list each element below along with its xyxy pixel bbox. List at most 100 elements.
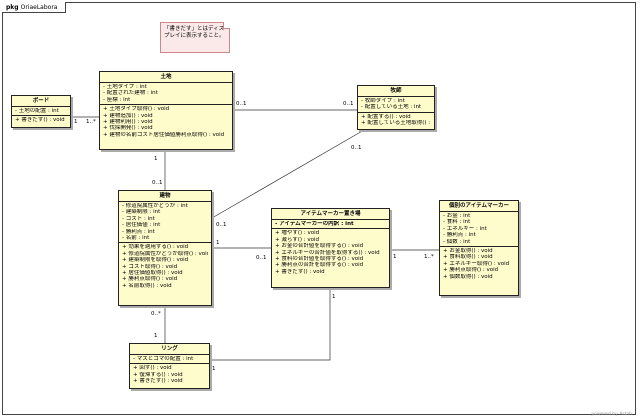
method: + 土地タイプ取得() : void xyxy=(103,106,170,113)
method: + 食料の合計値を取得する() : void xyxy=(275,256,364,263)
methods: + 土地タイプ取得() : void + 建物追加() : void + 建物利… xyxy=(100,105,232,139)
package-frame xyxy=(2,2,636,415)
method: + お金取得() : void xyxy=(443,248,493,255)
multiplicity: 0..1 xyxy=(152,180,163,186)
multiplicity: 0..1 xyxy=(236,101,247,107)
method: + 勝利点取得() : void xyxy=(443,267,499,274)
multiplicity: 1 xyxy=(393,254,397,260)
attribute: - 勝利点 : int xyxy=(122,228,155,235)
multiplicity: 1 xyxy=(154,333,158,339)
attribute: - 個数 : int xyxy=(443,238,471,245)
multiplicity: 1 xyxy=(154,156,158,162)
class-marker-area[interactable]: アイテムマーカー置き場 - アイテムマーカーの内訳 : int + 増やす() … xyxy=(271,208,390,288)
attributes: - マスとコマの配置 : int xyxy=(130,355,209,365)
multiplicity: 0..1 xyxy=(216,222,227,228)
multiplicity: 0..1 xyxy=(343,101,354,107)
attributes: - 土地タイプ : int - 配置された建物 : int - 座標 : int xyxy=(100,83,232,106)
attributes: - 土地の配置 : int xyxy=(12,107,70,117)
attribute: - 配置された建物 : int xyxy=(103,90,158,97)
method: + 建築制限を取得() : void xyxy=(122,257,189,264)
attribute: - 食料 : int xyxy=(443,219,471,226)
class-land[interactable]: 土地 - 土地タイプ : int - 配置された建物 : int - 座標 : … xyxy=(99,71,233,150)
class-title: 土地 xyxy=(100,72,232,83)
method: + 食料取得() : void xyxy=(443,254,493,261)
method: + 書きだす() : void xyxy=(275,268,325,275)
method: + 書きだす() : void xyxy=(15,117,65,124)
assoc-marker-ring xyxy=(210,288,331,361)
attributes: - アイテムマーカーの内訳 : int xyxy=(272,220,389,230)
method: + 書きだす() : void xyxy=(133,378,183,385)
method: + 増やす() : void xyxy=(275,230,320,237)
methods: + 配置する() : void + 配置している土地取得() : void xyxy=(358,113,434,128)
attribute: - 名前 : int xyxy=(122,235,150,242)
class-title: 牧師 xyxy=(358,86,434,97)
multiplicity: 0..* xyxy=(151,311,161,317)
method: + 修道院属性かどうか取得() : void xyxy=(122,250,208,257)
multiplicity: 1..* xyxy=(86,119,96,125)
attribute: - 居住価値 : int xyxy=(122,222,161,229)
attribute: - 座標 : int xyxy=(103,96,131,103)
attributes: - 修道院属性かどうか : int - 建築制限 : int - コスト : i… xyxy=(119,202,211,244)
class-board[interactable]: ボード - 土地の配置 : int + 書きだす() : void xyxy=(11,95,71,128)
method: + 回す() : void xyxy=(133,365,172,372)
class-item-marker[interactable]: 個別のアイテムマーカー - お金 : int - 食料 : int - エネルギ… xyxy=(439,200,519,296)
method: + 伐採開発() : void xyxy=(103,125,153,132)
methods: + 効果を適用する() : void + 修道院属性かどうか取得() : voi… xyxy=(119,243,211,290)
attribute: - コスト : int xyxy=(122,215,155,222)
attributes: - お金 : int - 食料 : int - エネルギー : int - 勝利… xyxy=(440,212,518,248)
attribute: - 勝利点 : int xyxy=(443,232,476,239)
multiplicity: 1 xyxy=(332,294,336,300)
multiplicity: 0..1 xyxy=(256,255,267,261)
attribute: - 配置している土地 : int xyxy=(361,104,422,111)
attribute: - 修道院属性かどうか : int xyxy=(122,203,188,209)
class-title: ボード xyxy=(12,96,70,107)
method: + エネルギー取得() : void xyxy=(443,260,510,267)
attribute: - 土地の配置 : int xyxy=(15,108,59,114)
class-title: リング xyxy=(130,344,209,355)
class-title: アイテムマーカー置き場 xyxy=(272,209,389,220)
method: + 勝利点の合計を取得する() : void xyxy=(275,262,364,269)
method: + 勝利点取得() : void xyxy=(122,276,178,283)
attribute: - マスとコマの配置 : int xyxy=(133,356,194,362)
method: + 建物利用() : void xyxy=(103,119,153,126)
method: + 建物追加() : void xyxy=(103,112,153,119)
multiplicity: 1 xyxy=(74,119,78,125)
method: + 名前取得() : void xyxy=(122,282,172,289)
method: + コスト取得() : void xyxy=(122,263,178,270)
footer-credit: powered by Astah xyxy=(591,412,632,417)
class-title: 個別のアイテムマーカー xyxy=(440,201,518,212)
method: + 建物の名前コスト居住価値勝利点取得() : void xyxy=(103,131,225,138)
attribute: - 牧師タイプ : int xyxy=(361,98,405,104)
class-title: 建物 xyxy=(119,191,211,202)
method: + 配置している土地取得() : void xyxy=(361,120,431,127)
method: + 効果を適用する() : void xyxy=(122,244,189,251)
multiplicity: 1 xyxy=(216,240,220,246)
attributes: - 牧師タイプ : int - 配置している土地 : int xyxy=(358,97,434,113)
attribute: - 土地タイプ : int xyxy=(103,84,147,90)
multiplicity: 1..* xyxy=(424,254,434,260)
attribute: - 建築制限 : int xyxy=(122,209,161,216)
method: + 配置する() : void xyxy=(361,113,411,120)
multiplicity: 1 xyxy=(212,366,216,372)
class-cleric[interactable]: 牧師 - 牧師タイプ : int - 配置している土地 : int + 配置する… xyxy=(357,85,435,130)
methods: + 増やす() : void + 減らす() : void + お金の合計値を取… xyxy=(272,229,389,276)
methods: + お金取得() : void + 食料取得() : void + エネルギー取… xyxy=(440,247,518,281)
method: + 減らす() : void xyxy=(275,236,320,243)
method: + 居住価値取得() : void xyxy=(122,270,183,277)
attribute: - アイテムマーカーの内訳 : int xyxy=(275,221,354,227)
method: + お金の合計値を取得する() : void xyxy=(275,243,364,250)
class-ring[interactable]: リング - マスとコマの配置 : int + 回す() : void + 復帰す… xyxy=(129,343,210,389)
methods: + 書きだす() : void xyxy=(12,116,70,124)
assoc-cleric-building xyxy=(211,129,365,219)
methods: + 回す() : void + 復帰する() : void + 書きだす() :… xyxy=(130,364,209,385)
attribute: - お金 : int xyxy=(443,213,471,219)
class-building[interactable]: 建物 - 修道院属性かどうか : int - 建築制限 : int - コスト … xyxy=(118,190,212,306)
attribute: - エネルギー : int xyxy=(443,225,487,232)
multiplicity: 0..1 xyxy=(351,145,362,151)
method: + 個数取得() : void xyxy=(443,273,493,280)
method: + エネルギーの合計値を取得する() : void xyxy=(275,249,380,256)
method: + 復帰する() : void xyxy=(133,371,183,378)
note: 「書きだす」とはディスプレイに表示すること。 xyxy=(160,22,230,53)
